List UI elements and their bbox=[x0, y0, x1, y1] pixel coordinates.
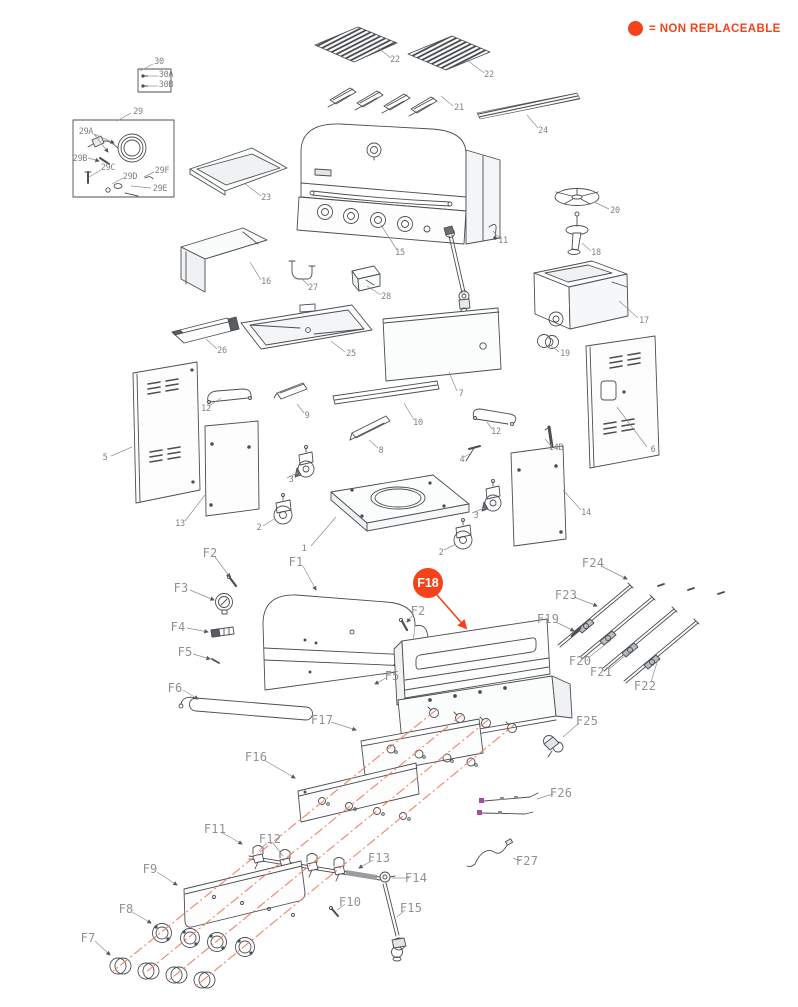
small-shelf-26-drawing bbox=[171, 316, 240, 344]
hose-kit-29-drawing bbox=[72, 119, 175, 198]
screw-F10-drawing bbox=[329, 906, 339, 917]
front-panel-F9-drawing bbox=[183, 860, 306, 928]
cooking-grates-22-drawing bbox=[314, 26, 491, 71]
badge-F4-drawing bbox=[210, 626, 235, 638]
screw-F2a-drawing bbox=[226, 574, 238, 588]
caster-3a-drawing bbox=[294, 445, 315, 478]
tube-F15-drawing bbox=[382, 882, 407, 962]
caster-2b-drawing bbox=[453, 518, 473, 550]
knob-19-drawing bbox=[537, 334, 559, 349]
handle-F6-drawing bbox=[178, 696, 313, 721]
bracket-8-drawing bbox=[349, 415, 391, 441]
wires-F26-drawing bbox=[477, 792, 539, 815]
hardware-pack-30-drawing bbox=[137, 68, 172, 93]
drip-pan-25-drawing bbox=[240, 303, 373, 350]
left-panel-5-drawing bbox=[132, 361, 201, 504]
door-13-drawing bbox=[204, 420, 260, 517]
handle-12b-drawing bbox=[472, 408, 517, 426]
side-burner-18-drawing bbox=[565, 211, 589, 255]
hinge-14B-drawing bbox=[544, 425, 554, 451]
thermometer-F3-drawing bbox=[215, 593, 233, 615]
side-burner-grate-20-drawing bbox=[554, 188, 600, 206]
firebox-F18-drawing bbox=[393, 618, 573, 748]
screw-F2b-drawing bbox=[398, 617, 409, 632]
leader-lines bbox=[87, 46, 660, 956]
f18-callout-arrow bbox=[436, 594, 468, 630]
bracket-F16-drawing bbox=[297, 762, 420, 823]
grease-cup-28-drawing bbox=[351, 265, 381, 292]
handle-12a-drawing bbox=[207, 388, 252, 404]
bracket-9-drawing bbox=[273, 382, 308, 400]
clip-11-drawing bbox=[488, 224, 497, 240]
cable-F27-drawing bbox=[466, 838, 514, 868]
electrode-F19-drawing bbox=[570, 626, 582, 638]
crossover-27-drawing bbox=[288, 260, 316, 280]
right-panel-6-drawing bbox=[585, 335, 660, 469]
caster-3b-drawing bbox=[481, 479, 502, 512]
back-panel-7-drawing bbox=[382, 307, 502, 382]
bottom-shelf-1-drawing bbox=[330, 474, 470, 532]
non-replaceable-dot-icon bbox=[628, 21, 643, 36]
support-bar-10-drawing bbox=[332, 380, 440, 405]
side-tray-23-drawing bbox=[189, 147, 288, 196]
legend-text: = NON REPLACEABLE bbox=[649, 22, 781, 35]
screws-F24-drawing bbox=[657, 583, 725, 595]
screw-F5a-drawing bbox=[211, 658, 220, 664]
alignment-lines bbox=[111, 709, 515, 987]
door-14-drawing bbox=[510, 445, 567, 547]
f18-callout-badge: F18 bbox=[413, 568, 443, 598]
legend: = NON REPLACEABLE bbox=[628, 21, 781, 36]
grill-head-15-drawing bbox=[296, 123, 501, 315]
left-table-16-drawing bbox=[180, 227, 268, 293]
burner-tubes-drawing bbox=[557, 582, 725, 684]
bezels-F8-drawing bbox=[152, 923, 255, 957]
side-burner-box-17-drawing bbox=[533, 260, 629, 330]
knobs-F7-drawing bbox=[109, 957, 216, 989]
tool-4-drawing bbox=[465, 445, 481, 462]
valve-F25-drawing bbox=[543, 735, 564, 758]
fitting-F14-drawing bbox=[379, 871, 396, 883]
warming-rack-24-drawing bbox=[476, 92, 581, 120]
caster-2a-drawing bbox=[273, 493, 293, 525]
flavorizer-bars-21-drawing bbox=[327, 87, 438, 117]
